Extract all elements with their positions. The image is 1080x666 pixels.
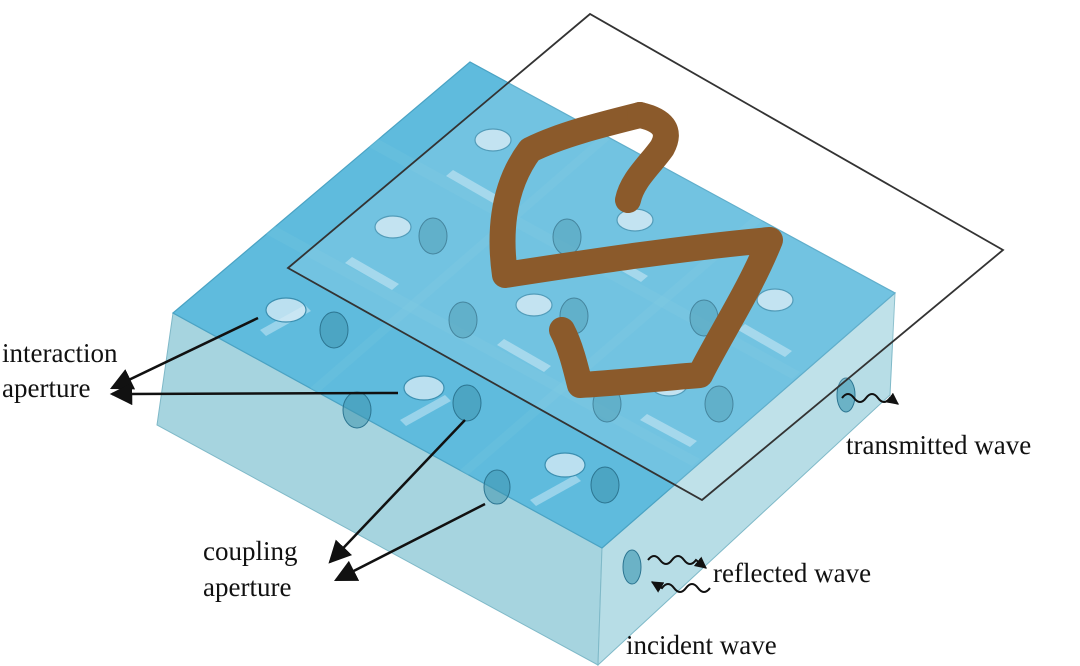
label-reflected-wave: reflected wave	[713, 558, 871, 588]
callout-arrows	[109, 316, 486, 582]
transmitted-wave-icon	[841, 392, 899, 405]
s-resonator-top-hook	[615, 102, 679, 213]
s-resonator-pattern	[489, 102, 783, 398]
label-incident-wave: incident wave	[626, 630, 777, 660]
reflected-wave-icon	[647, 555, 707, 569]
incident-wave-icon	[650, 581, 711, 593]
arrow-coupling-1	[328, 419, 466, 564]
arrow-interaction-1	[109, 316, 259, 390]
label-aperture-1: aperture	[2, 373, 90, 403]
wave-symbols	[647, 392, 899, 593]
input-port	[622, 549, 642, 585]
labels: interaction aperture coupling aperture t…	[2, 338, 1031, 660]
arrow-coupling-2	[333, 502, 486, 582]
label-interaction: interaction	[2, 338, 118, 368]
label-transmitted-wave: transmitted wave	[846, 430, 1031, 460]
label-aperture-2: aperture	[203, 572, 291, 602]
coupling-apertures	[319, 217, 734, 505]
label-coupling: coupling	[203, 536, 298, 566]
arrow-interaction-2	[109, 382, 399, 406]
